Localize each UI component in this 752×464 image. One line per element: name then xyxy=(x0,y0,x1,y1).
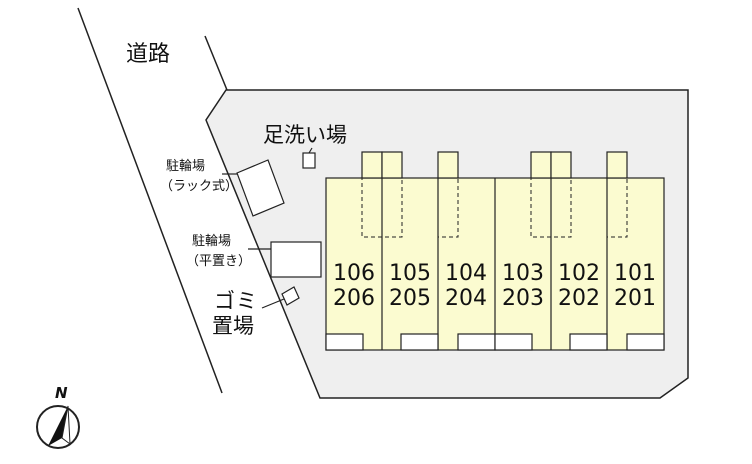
trash-leader xyxy=(261,298,285,309)
bike-parking-flat-label: 駐輪場 xyxy=(192,234,232,249)
unit-number-lower: 203 xyxy=(502,286,544,311)
bike-parking-rack-box xyxy=(236,159,285,217)
unit-label: 103 203 xyxy=(495,261,551,311)
unit-number-lower: 206 xyxy=(333,286,375,311)
unit-number-upper: 101 xyxy=(614,261,656,286)
road-edge-left xyxy=(77,7,223,394)
footwash-tick xyxy=(308,147,313,154)
unit-number-upper: 103 xyxy=(502,261,544,286)
unit-label: 101 201 xyxy=(607,261,663,311)
road-edge-right xyxy=(204,35,228,91)
footwash-box xyxy=(302,152,316,169)
bike-parking-rack-label: 駐輪場 xyxy=(166,159,206,174)
bike-parking-rack-sub: （ラック式） xyxy=(160,179,239,194)
unit-label: 106 206 xyxy=(326,261,382,311)
unit-dividers xyxy=(381,178,608,350)
trash-label-line2: 置場 xyxy=(212,314,254,338)
trash-label-line1: ゴミ xyxy=(214,289,258,313)
trash-box xyxy=(281,286,300,306)
entrance-boxes xyxy=(325,333,665,351)
unit-label: 102 202 xyxy=(551,261,607,311)
unit-number-upper: 102 xyxy=(558,261,600,286)
compass-needle-light xyxy=(61,405,71,446)
north-label: N xyxy=(55,384,68,402)
compass-needle-dark xyxy=(48,406,68,446)
unit-number-lower: 204 xyxy=(445,286,487,311)
unit-number-lower: 201 xyxy=(614,286,656,311)
unit-number-lower: 205 xyxy=(389,286,431,311)
unit-label: 105 205 xyxy=(382,261,438,311)
bike-parking-flat-box xyxy=(270,241,322,278)
unit-number-lower: 202 xyxy=(558,286,600,311)
road-label: 道路 xyxy=(126,42,171,67)
unit-number-upper: 105 xyxy=(389,261,431,286)
footwash-label: 足洗い場 xyxy=(263,123,347,147)
unit-label: 104 204 xyxy=(438,261,494,311)
bike-parking-flat-sub: （平置き） xyxy=(186,254,252,269)
unit-number-upper: 106 xyxy=(333,261,375,286)
unit-number-upper: 104 xyxy=(445,261,487,286)
